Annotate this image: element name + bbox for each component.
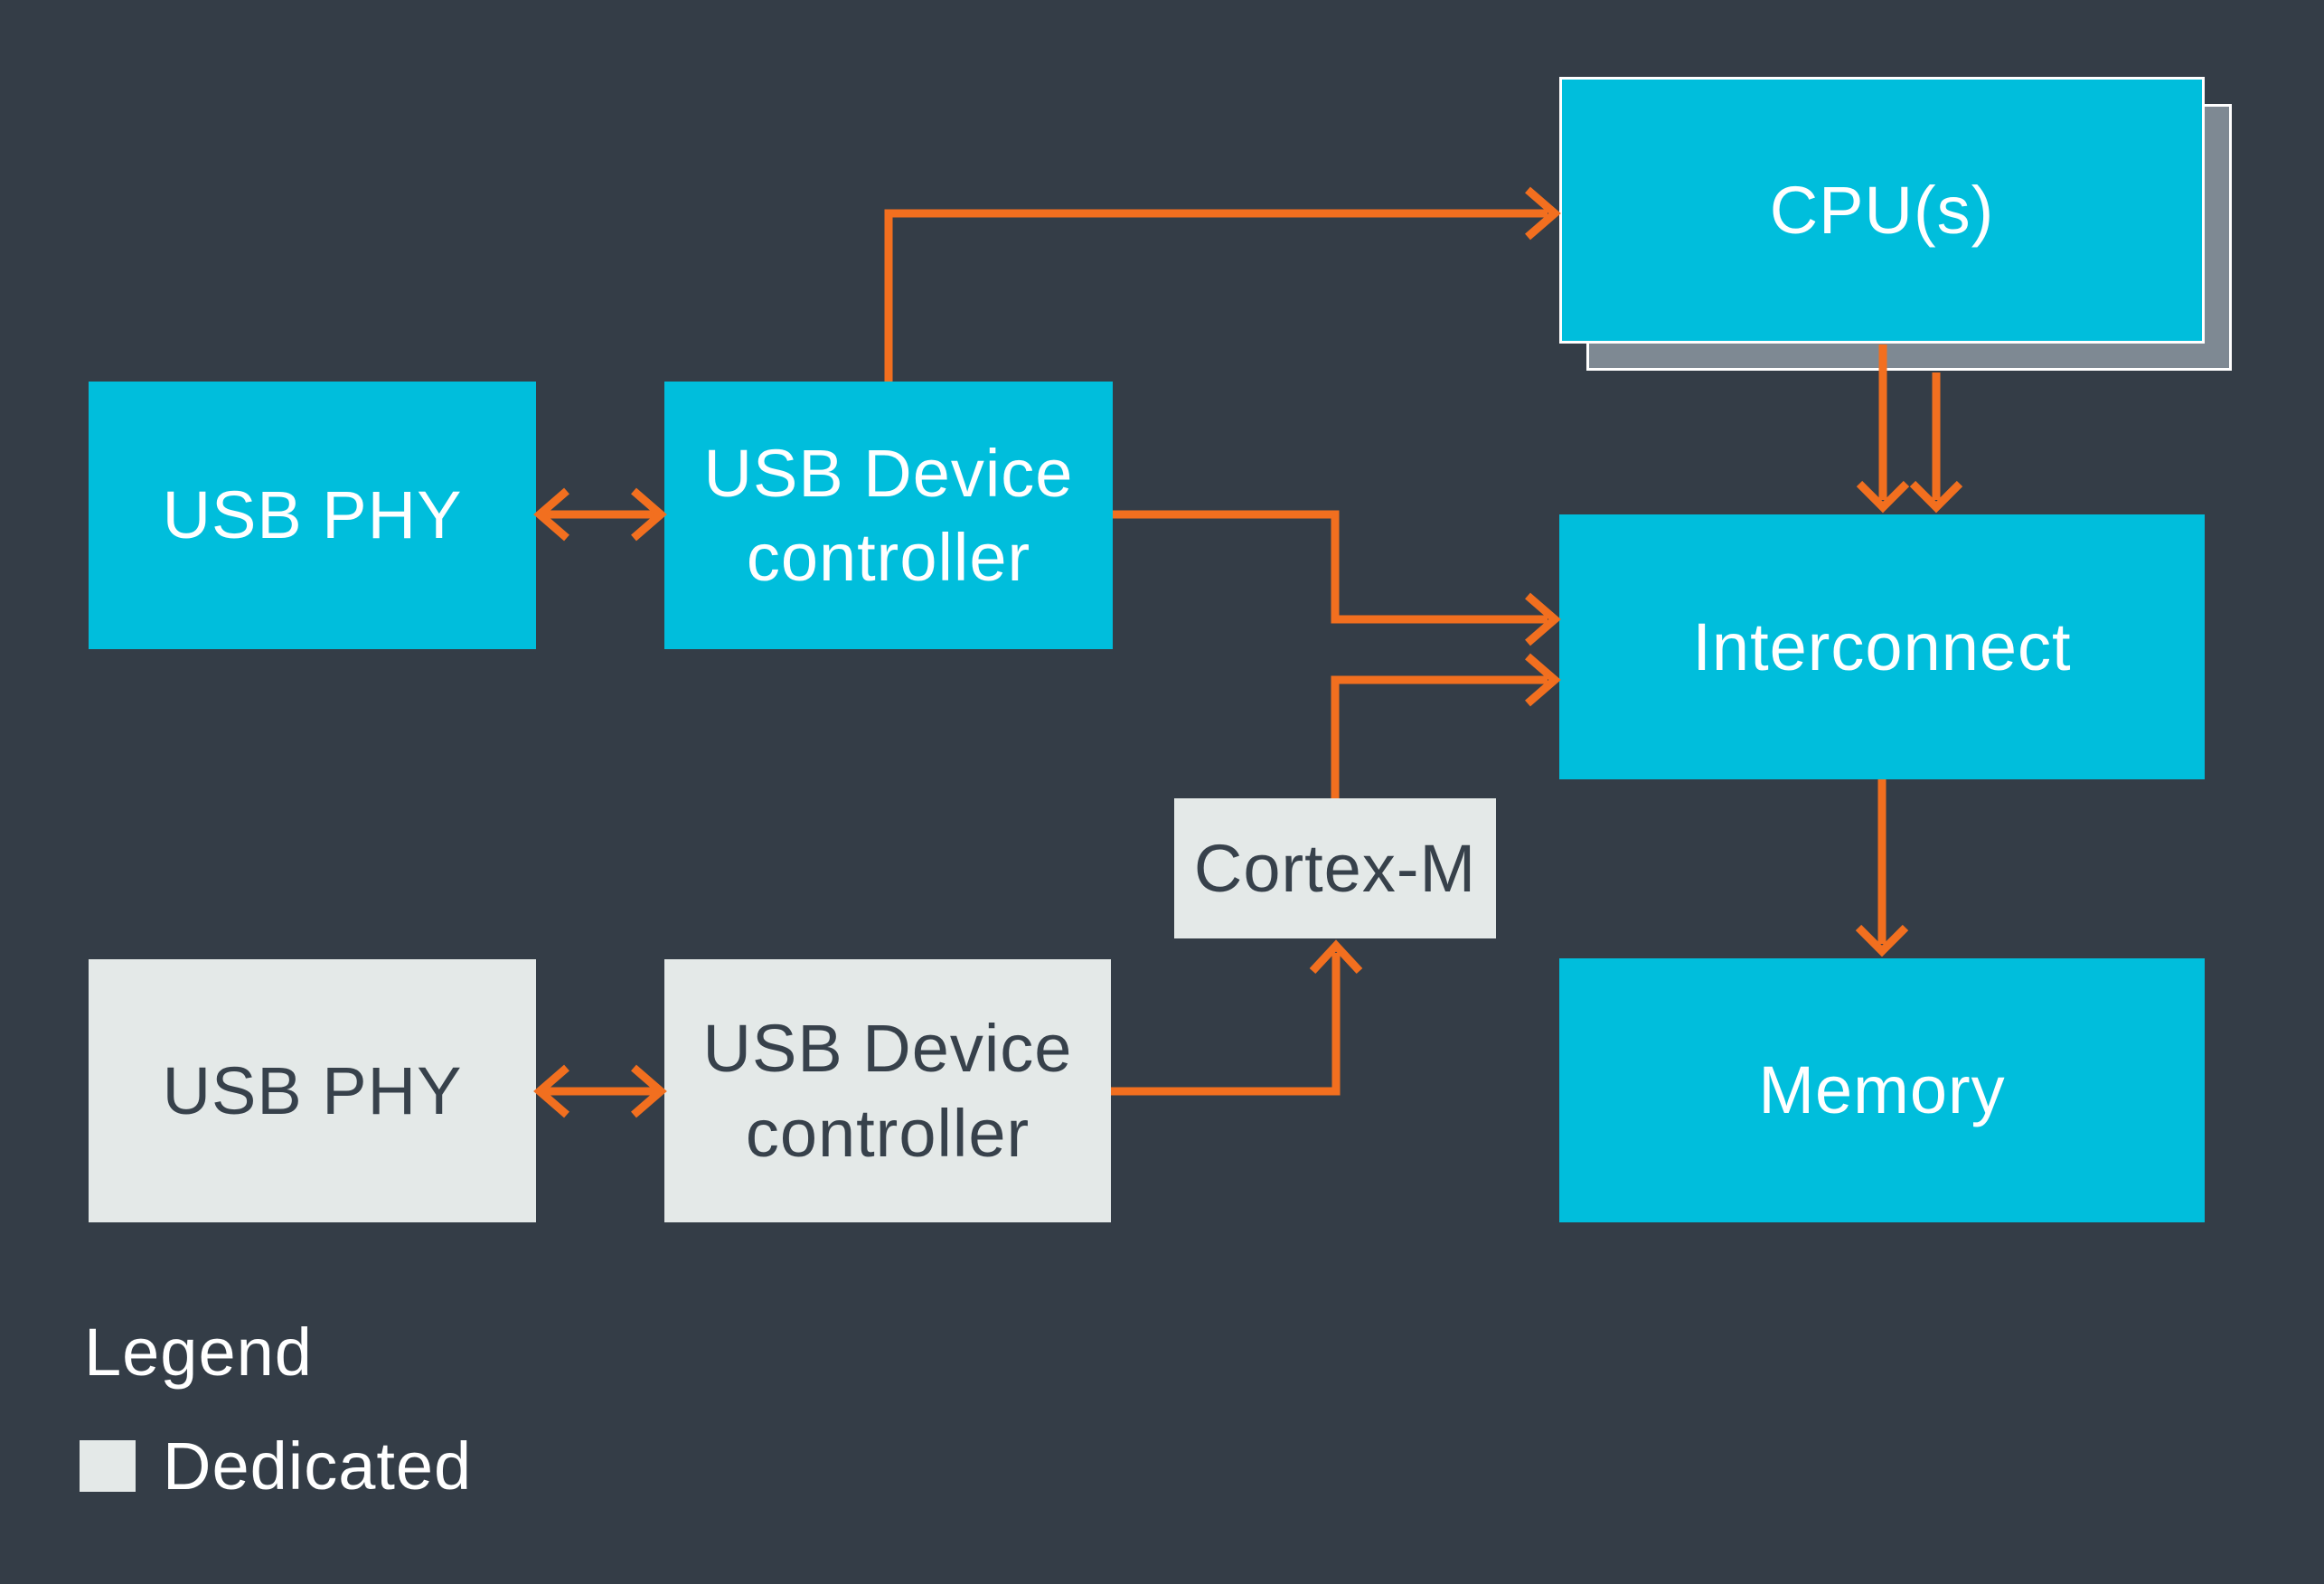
legend-title: Legend (84, 1315, 313, 1390)
block-label: USB PHY (162, 1052, 463, 1128)
arrow-usbdc-to-interconnect (1113, 510, 1561, 646)
arrow-usbphy-usbdc-bottom (533, 1064, 667, 1118)
arrow-cpu-to-interconnect-2 (1909, 372, 1963, 514)
block-cpu: CPU(s) (1559, 77, 2205, 344)
block-usb-device-controller-bottom: USB Device controller (664, 959, 1111, 1222)
arrow-usbdc-to-cortexm (1111, 939, 1363, 1096)
arrow-usbdc-to-cpu (884, 186, 1561, 382)
block-label: Memory (1758, 1052, 2006, 1128)
block-usb-phy-bottom: USB PHY (89, 959, 536, 1222)
block-usb-phy-top: USB PHY (89, 382, 536, 649)
block-label: USB PHY (162, 477, 463, 553)
block-usb-device-controller-top: USB Device controller (664, 382, 1113, 649)
arrow-cortexm-to-interconnect (1331, 653, 1561, 798)
block-cortex-m: Cortex-M (1174, 798, 1496, 938)
block-label: USB Device controller (702, 1011, 1073, 1171)
block-label: CPU(s) (1769, 172, 1995, 248)
legend-swatch-dedicated (80, 1440, 136, 1492)
arrow-interconnect-to-memory (1855, 779, 1909, 957)
legend-item-dedicated: Dedicated (80, 1432, 472, 1499)
arrow-usbphy-usbdc-top (533, 487, 667, 542)
block-label: Interconnect (1692, 608, 2072, 684)
block-label: Cortex-M (1193, 830, 1477, 906)
block-interconnect: Interconnect (1559, 514, 2205, 779)
block-label: USB Device controller (703, 435, 1074, 595)
legend-label: Dedicated (163, 1428, 473, 1504)
block-memory: Memory (1559, 958, 2205, 1222)
